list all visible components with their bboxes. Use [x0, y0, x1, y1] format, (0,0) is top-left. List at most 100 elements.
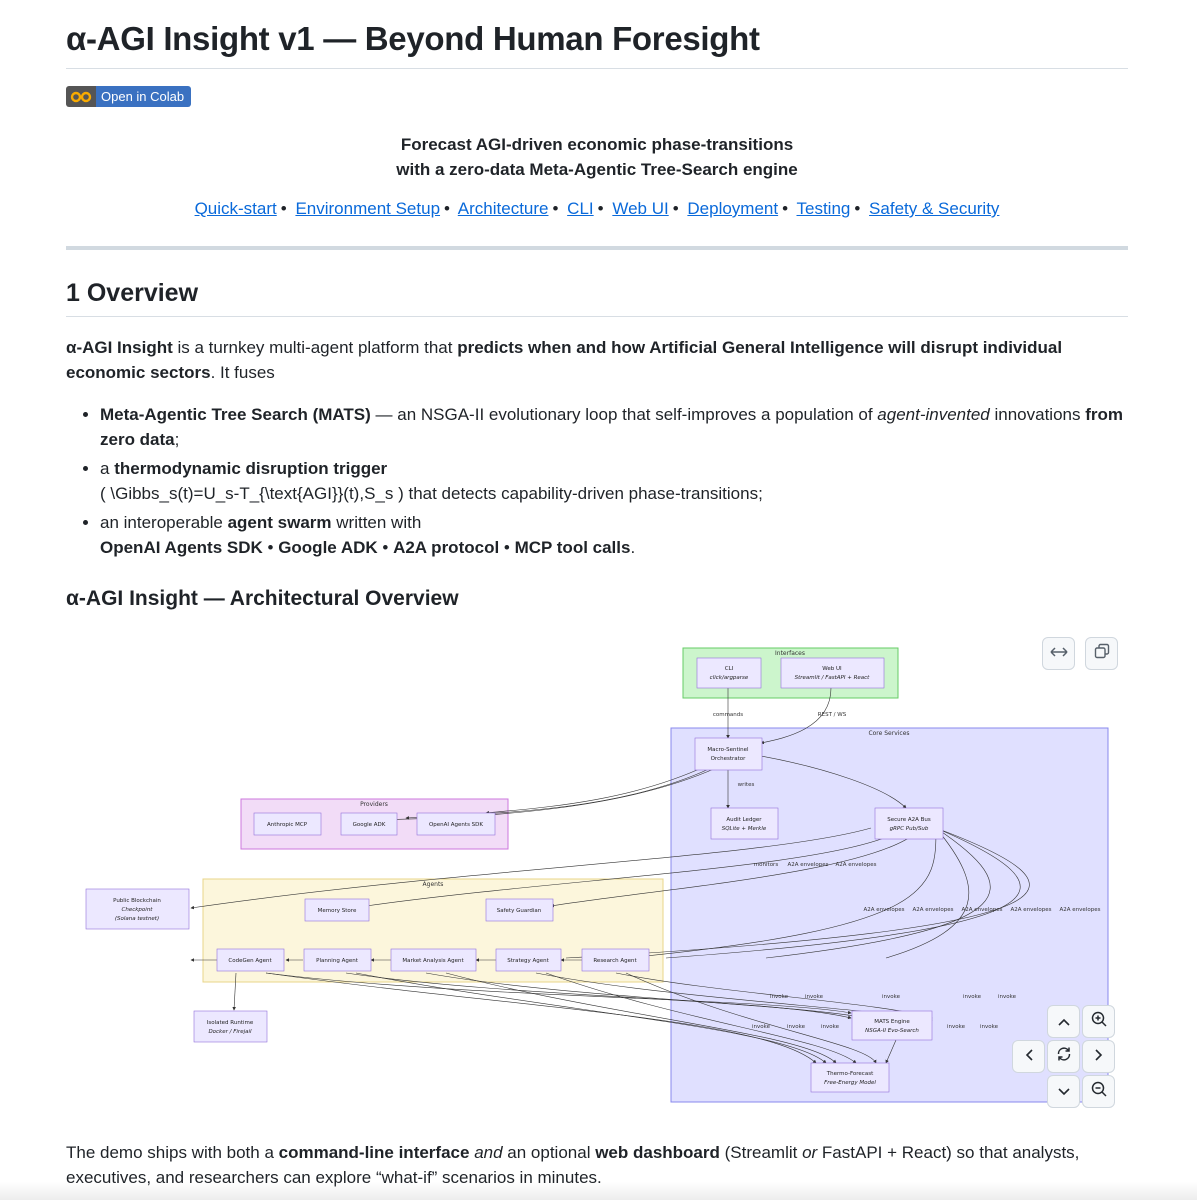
svg-text:A2A envelopes: A2A envelopes [864, 907, 905, 913]
overview-heading: 1 Overview [66, 279, 199, 307]
svg-text:invoke: invoke [752, 1024, 771, 1030]
chevron-down-icon [1057, 1083, 1070, 1101]
node-codegen-agent: CodeGen Agent [216, 948, 285, 972]
reset-view-button[interactable] [1047, 1040, 1080, 1073]
svg-text:Audit Ledger: Audit Ledger [726, 817, 762, 823]
svg-text:Macro-Sentinel: Macro-Sentinel [707, 747, 749, 753]
svg-text:CLI: CLI [725, 666, 734, 672]
svg-text:Market Analysis Agent: Market Analysis Agent [402, 958, 464, 964]
node-market-analysis-agent: Market Analysis Agent [390, 948, 477, 972]
list-item: Meta-Agentic Tree Search (MATS) — an NSG… [100, 402, 1162, 452]
svg-text:Google ADK: Google ADK [353, 822, 386, 828]
node-mats-engine: MATS Engine NSGA-II Evo-Search [851, 1010, 933, 1041]
node-planning-agent: Planning Agent [303, 948, 372, 972]
svg-text:A2A envelopes: A2A envelopes [788, 862, 829, 868]
svg-text:Docker / Firejail: Docker / Firejail [208, 1029, 252, 1035]
fullscreen-button[interactable] [1042, 637, 1075, 670]
section-nav: Quick-start• Environment Setup• Architec… [194, 199, 1000, 218]
svg-text:A2A envelopes: A2A envelopes [1011, 907, 1052, 913]
nav-link-testing[interactable]: Testing [796, 199, 851, 218]
nav-link-safety-security[interactable]: Safety & Security [869, 199, 1000, 218]
node-orchestrator: Macro-Sentinel Orchestrator [694, 737, 763, 771]
tagline: Forecast AGI-driven economic phase-trans… [66, 132, 1128, 182]
nav-link-web-ui[interactable]: Web UI [612, 199, 669, 218]
zoom-out-button[interactable] [1082, 1075, 1115, 1108]
node-safety-guardian: Safety Guardian [485, 898, 554, 922]
node-memory-store: Memory Store [304, 898, 370, 922]
svg-text:Streamlit / FastAPI + React: Streamlit / FastAPI + React [795, 675, 871, 681]
section-divider [66, 246, 1128, 250]
architecture-diagram: Interfaces Core Services Providers Agent… [66, 628, 1128, 1118]
svg-text:Thermo-Forecast: Thermo-Forecast [826, 1071, 874, 1077]
pan-up-button[interactable] [1047, 1005, 1080, 1038]
svg-text:OpenAI Agents SDK: OpenAI Agents SDK [429, 822, 483, 828]
svg-text:NSGA-II Evo-Search: NSGA-II Evo-Search [865, 1028, 919, 1034]
svg-text:REST / WS: REST / WS [818, 712, 847, 718]
zoom-out-icon [1091, 1081, 1107, 1102]
node-isolated-runtime: Isolated Runtime Docker / Firejail [193, 1010, 268, 1043]
svg-text:Checkpoint: Checkpoint [122, 907, 154, 913]
svg-text:invoke: invoke [805, 994, 824, 1000]
svg-text:Free-Energy Model: Free-Energy Model [824, 1080, 876, 1086]
svg-text:Secure A2A Bus: Secure A2A Bus [887, 817, 931, 823]
nav-link-deployment[interactable]: Deployment [687, 199, 779, 218]
architecture-heading: α-AGI Insight — Architectural Overview [66, 587, 459, 610]
group-label-agents: Agents [423, 881, 444, 888]
svg-text:SQLite + Merkle: SQLite + Merkle [722, 826, 767, 832]
node-blockchain: Public Blockchain Checkpoint (Solana tes… [85, 888, 190, 930]
tagline-line-2: with a zero-data Meta-Agentic Tree-Searc… [396, 160, 798, 179]
svg-text:Anthropic MCP: Anthropic MCP [267, 822, 308, 828]
overview-intro: α-AGI Insight is a turnkey multi-agent p… [66, 338, 1063, 382]
svg-text:invoke: invoke [770, 994, 789, 1000]
svg-text:Strategy Agent: Strategy Agent [507, 958, 549, 964]
nav-link-cli[interactable]: CLI [567, 199, 594, 218]
arrows-horizontal-icon [1049, 645, 1068, 663]
diagram-edges [190, 687, 1030, 1064]
node-thermo-forecast: Thermo-Forecast Free-Energy Model [810, 1062, 890, 1093]
nav-link-architecture[interactable]: Architecture [457, 199, 549, 218]
nav-link-quick-start[interactable]: Quick-start [194, 199, 277, 218]
list-item: a thermodynamic disruption trigger ( \Gi… [100, 456, 1162, 506]
refresh-icon [1056, 1046, 1072, 1067]
svg-text:A2A envelopes: A2A envelopes [1060, 907, 1101, 913]
feature-list: Meta-Agentic Tree Search (MATS) — an NSG… [66, 402, 1162, 564]
nav-link-environment-setup[interactable]: Environment Setup [295, 199, 441, 218]
chevron-left-icon [1025, 1048, 1033, 1066]
svg-text:Public Blockchain: Public Blockchain [113, 898, 161, 904]
zoom-in-button[interactable] [1082, 1005, 1115, 1038]
svg-text:Safety Guardian: Safety Guardian [497, 908, 542, 914]
svg-text:invoke: invoke [998, 994, 1017, 1000]
pan-left-button[interactable] [1012, 1040, 1045, 1073]
pan-right-button[interactable] [1082, 1040, 1115, 1073]
colab-logo-icon [66, 86, 96, 107]
svg-text:Memory Store: Memory Store [318, 908, 357, 914]
svg-text:Orchestrator: Orchestrator [711, 756, 747, 762]
badge-label: Open in Colab [96, 86, 192, 107]
chevron-up-icon [1057, 1013, 1070, 1031]
tagline-line-1: Forecast AGI-driven economic phase-trans… [400, 135, 794, 154]
node-strategy-agent: Strategy Agent [495, 948, 562, 972]
overview-divider [66, 316, 1128, 317]
open-in-colab-badge[interactable]: Open in Colab [66, 86, 192, 107]
svg-text:gRPC Pub/Sub: gRPC Pub/Sub [890, 826, 929, 832]
node-anthropic-mcp: Anthropic MCP [253, 812, 322, 836]
svg-text:invoke: invoke [947, 1024, 966, 1030]
svg-text:click/argparse: click/argparse [710, 675, 749, 681]
svg-text:monitors: monitors [754, 862, 779, 868]
pan-down-button[interactable] [1047, 1075, 1080, 1108]
edge-labels: commands REST / WS writes monitors A2A e… [713, 712, 1101, 1030]
node-audit-ledger: Audit Ledger SQLite + Merkle [710, 807, 779, 840]
svg-text:Web UI: Web UI [822, 666, 842, 672]
node-openai-sdk: OpenAI Agents SDK [416, 812, 496, 836]
copy-button[interactable] [1085, 637, 1118, 670]
chevron-right-icon [1094, 1048, 1103, 1066]
node-google-adk: Google ADK [340, 812, 398, 836]
svg-text:A2A envelopes: A2A envelopes [836, 862, 877, 868]
diagram-svg: Interfaces Core Services Providers Agent… [85, 647, 1109, 1103]
node-cli: CLI click/argparse [696, 657, 762, 689]
group-label-providers: Providers [360, 801, 388, 808]
svg-text:Planning Agent: Planning Agent [316, 958, 359, 964]
group-label-interfaces: Interfaces [775, 650, 805, 657]
svg-text:CodeGen Agent: CodeGen Agent [228, 958, 272, 964]
svg-text:commands: commands [713, 712, 743, 718]
